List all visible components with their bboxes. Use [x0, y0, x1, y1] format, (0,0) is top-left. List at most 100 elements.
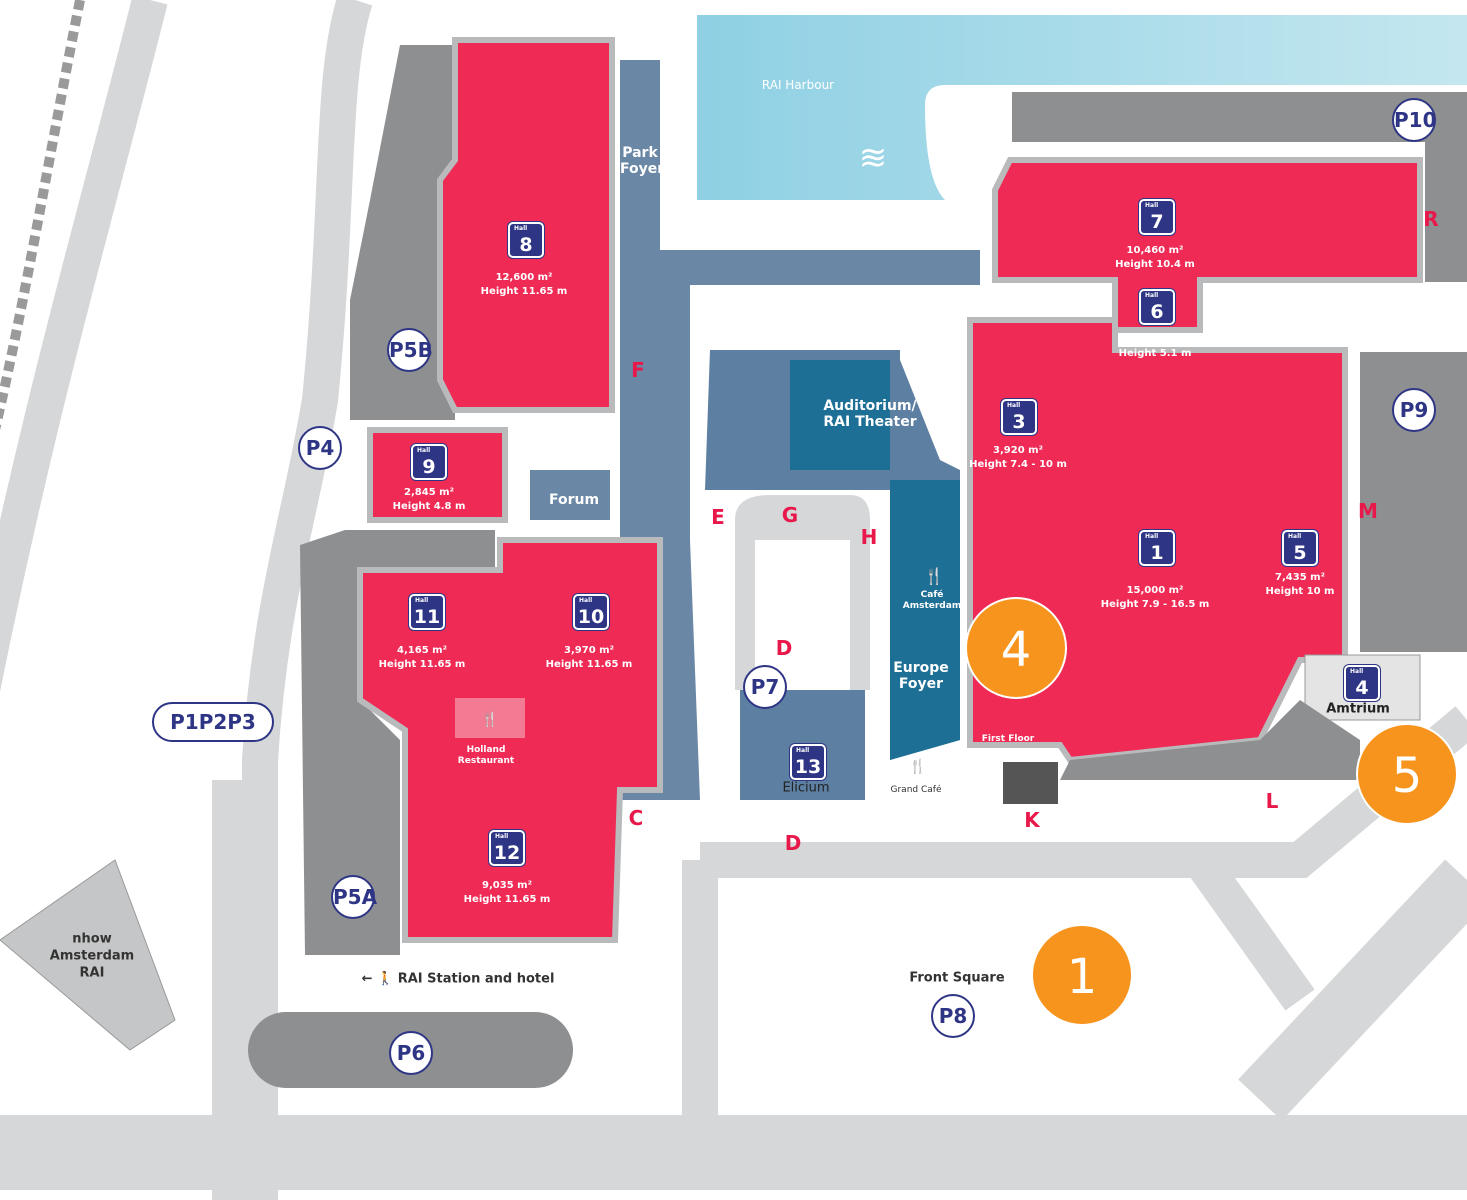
europe-foyer-label: Europe Foyer	[893, 660, 949, 692]
entrance-l[interactable]: L	[1265, 789, 1279, 813]
hall-number: 11	[413, 606, 441, 628]
parking-p5a[interactable]: P5A	[331, 875, 377, 919]
entrance-h[interactable]: H	[860, 525, 878, 549]
hall-number: 4	[1355, 677, 1369, 699]
parking-p8[interactable]: P8	[931, 994, 975, 1038]
k-building	[1003, 762, 1058, 804]
hall-number: 10	[577, 606, 605, 628]
entrance-d-upper[interactable]: D	[775, 636, 793, 660]
marker-1[interactable]: 1	[1031, 924, 1133, 1026]
water-icon: ≋	[858, 138, 888, 178]
hall-area: 7,435 m²	[1275, 572, 1325, 583]
forum-area	[530, 470, 610, 520]
road-west	[0, 0, 168, 692]
restaurant-icon: 🍴	[481, 712, 499, 728]
hall-6-info: 1,025 m² Height 5.1 m	[1119, 333, 1192, 361]
hall-number: 13	[794, 756, 822, 778]
parking-p5b[interactable]: P5B	[387, 328, 433, 372]
hall-height: Height 11.65 m	[463, 894, 551, 905]
p5a-parking-area	[300, 530, 495, 955]
rai-station-link[interactable]: ← 🚶 RAI Station and hotel	[362, 972, 555, 987]
hall-number: 1	[1150, 542, 1164, 564]
entrance-k[interactable]: K	[1024, 808, 1040, 832]
hall-6-badge[interactable]: Hall 6	[1139, 289, 1175, 325]
hall-height: Height 5.1 m	[1118, 348, 1192, 359]
amtrium-label: Amtrium	[1326, 701, 1390, 717]
entrance-g[interactable]: G	[781, 503, 799, 527]
parking-p6[interactable]: P6	[389, 1031, 433, 1075]
entrance-canopy	[1060, 700, 1360, 780]
elicium-label: Elicium	[782, 780, 830, 796]
hall-height: Height 10.4 m	[1115, 259, 1195, 270]
entrance-e[interactable]: E	[711, 505, 725, 529]
grand-cafe-label: Grand Café	[890, 785, 942, 795]
hall-number: 7	[1150, 211, 1164, 233]
hall-area: 10,460 m²	[1126, 245, 1184, 256]
parking-p1-p2-p3[interactable]: P1P2P3	[152, 702, 274, 742]
hall-number: 6	[1150, 301, 1164, 323]
restaurant-icon: 🍴	[909, 759, 927, 775]
hall-height: Height 4.8 m	[392, 501, 466, 512]
hall-5-info: 7,435 m² Height 10 m	[1266, 571, 1335, 599]
hall-area: 12,600 m²	[495, 272, 553, 283]
hall-height: Height 7.4 - 10 m	[969, 459, 1067, 470]
auditorium-hall	[790, 360, 890, 470]
parking-p4[interactable]: P4	[298, 426, 342, 470]
hall-height: Height 11.65 m	[545, 659, 633, 670]
hall-caption: Hall	[1288, 533, 1302, 540]
hall-12-info: 9,035 m² Height 11.65 m	[464, 879, 551, 907]
hall-area: 3,920 m²	[993, 445, 1043, 456]
hall-caption: Hall	[495, 833, 509, 840]
marker-4[interactable]: 4	[965, 597, 1067, 699]
entrance-d-lower[interactable]: D	[784, 831, 802, 855]
p10-ramp	[1425, 142, 1467, 282]
entrance-c[interactable]: C	[628, 806, 644, 830]
hall-area: 1,025 m²	[1130, 334, 1180, 345]
hall-5-badge[interactable]: Hall 5	[1282, 530, 1318, 566]
hall-area: 2,845 m²	[404, 487, 454, 498]
entrance-f[interactable]: F	[631, 358, 645, 382]
hall-7-floor	[992, 157, 1423, 333]
marker-5[interactable]: 5	[1356, 723, 1458, 825]
road-diag	[1185, 849, 1315, 1011]
parking-p9[interactable]: P9	[1392, 388, 1436, 432]
hall-area: 9,035 m²	[482, 880, 532, 891]
hall-number: 3	[1012, 411, 1026, 433]
hall-height: Height 11.65 m	[378, 659, 466, 670]
forum-label: Forum	[548, 492, 600, 508]
p5b-parking-area	[350, 45, 455, 420]
parking-p10[interactable]: P10	[1392, 98, 1437, 142]
hall-12-badge[interactable]: Hall 12	[489, 830, 525, 866]
nhow-hotel-label: nhow Amsterdam RAI	[49, 931, 135, 981]
entrance-r[interactable]: R	[1423, 207, 1439, 231]
holland-restaurant-area	[455, 698, 525, 738]
inner-ramp	[735, 495, 870, 690]
hall-area: 15,000 m²	[1126, 585, 1184, 596]
hall-number: 5	[1293, 542, 1307, 564]
rai-station-label: RAI Station and hotel	[397, 971, 555, 987]
railway	[0, 0, 85, 431]
entrance-m[interactable]: M	[1358, 499, 1378, 523]
hall-number: 8	[519, 234, 533, 256]
parking-p7[interactable]: P7	[743, 665, 787, 709]
hall-7-info: 10,460 m² Height 10.4 m	[1115, 244, 1195, 272]
hall-caption: Hall	[1145, 292, 1159, 299]
hall-number: 12	[493, 842, 521, 864]
hall-9-info: 2,845 m² Height 4.8 m	[393, 486, 466, 514]
hall-10-badge[interactable]: Hall 10	[573, 594, 609, 630]
holland-restaurant-label: Holland Restaurant	[457, 745, 515, 766]
hall-caption: Hall	[579, 597, 593, 604]
hall-height: Height 10 m	[1265, 586, 1335, 597]
